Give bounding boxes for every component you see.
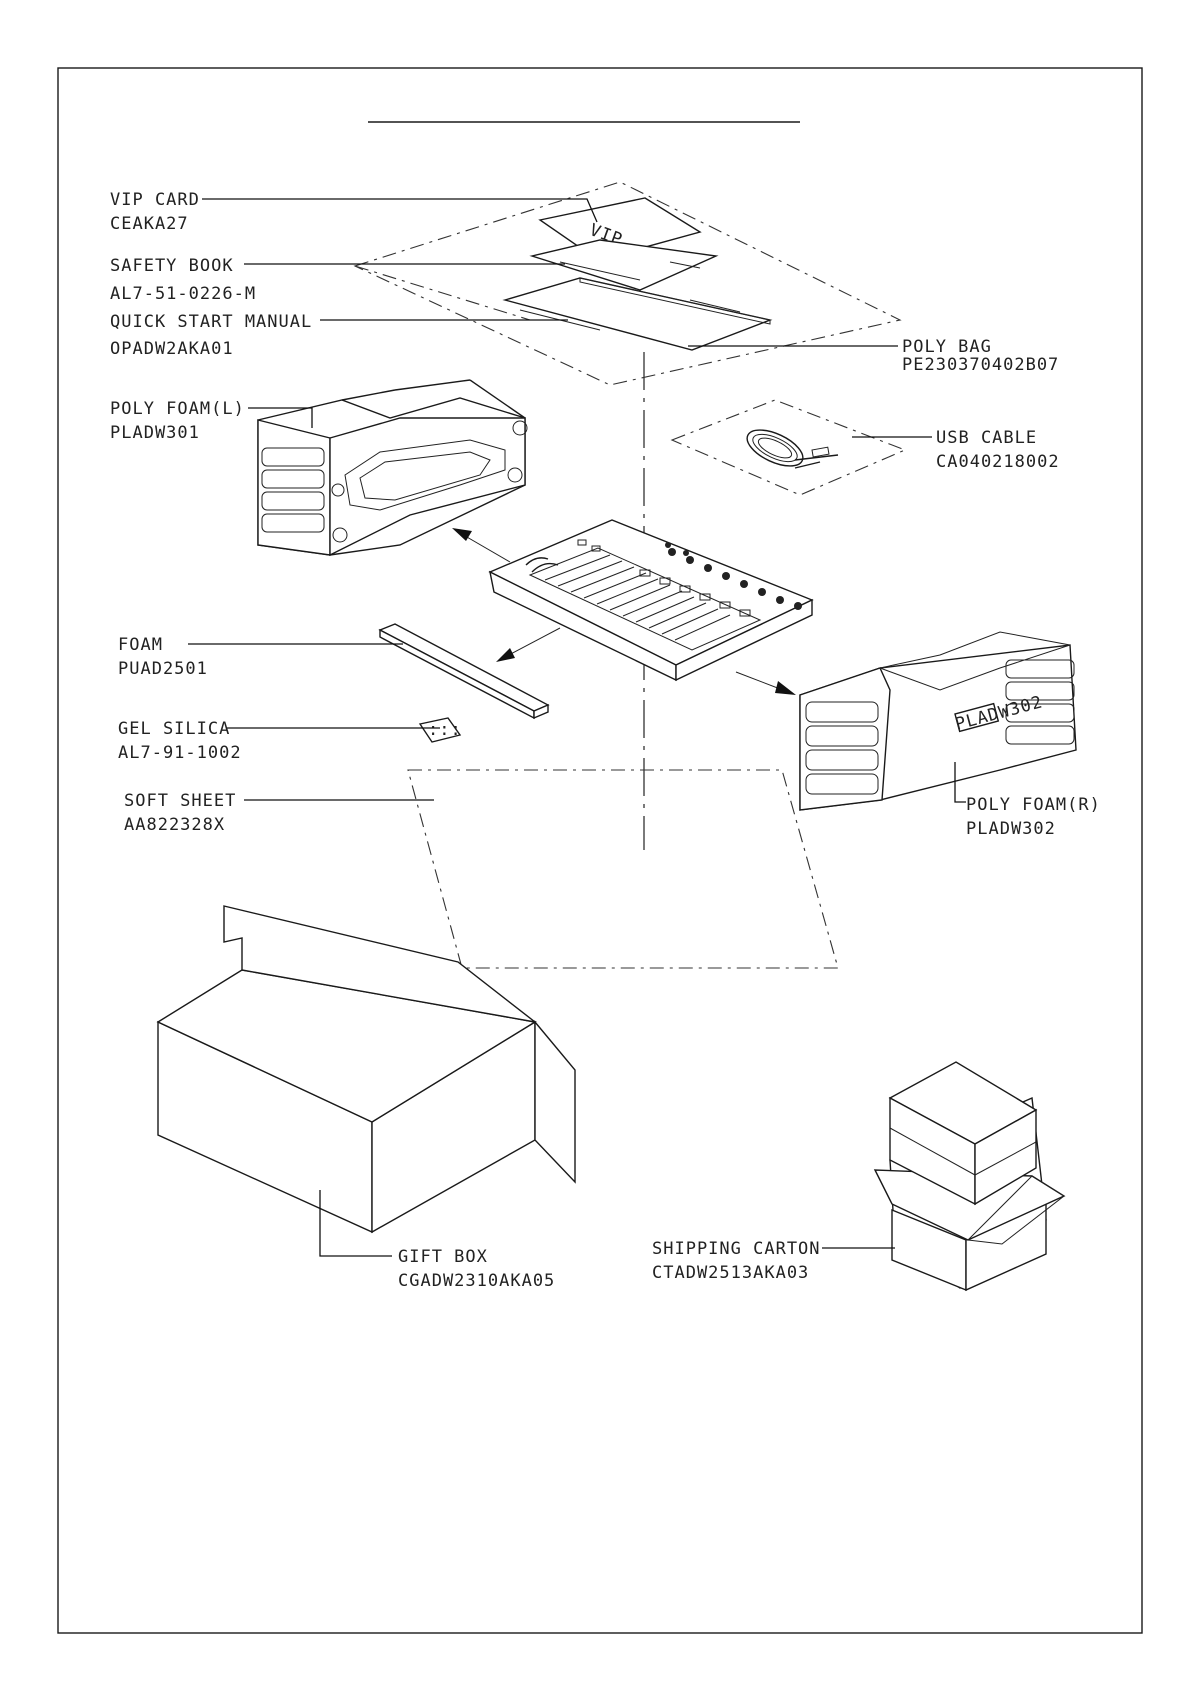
safety-book-drawing: [532, 240, 716, 290]
quick-start-manual-code: OPADW2AKA01: [110, 339, 234, 359]
foam-bar-drawing: [380, 624, 548, 718]
vip-card-name: VIP CARD: [110, 190, 200, 210]
soft-sheet-drawing: [408, 770, 838, 968]
poly-bag-name: POLY BAG: [902, 337, 992, 357]
poly-foam-right-drawing: PLADW302: [800, 632, 1076, 810]
poly-foam-left-drawing: [258, 380, 527, 555]
poly-foam-left-code: PLADW301: [110, 423, 200, 443]
label-foam: FOAM PUAD2501: [118, 635, 208, 679]
label-usb-cable: USB CABLE CA040218002: [936, 428, 1060, 472]
label-gift-box: GIFT BOX CGADW2310AKA05: [398, 1247, 555, 1291]
safety-book-name: SAFETY BOOK: [110, 256, 234, 276]
gel-silica-drawing: :::: [420, 718, 462, 742]
shipping-carton-name: SHIPPING CARTON: [652, 1239, 821, 1259]
label-safety-book: SAFETY BOOK AL7-51-0226-M: [110, 256, 256, 304]
soft-sheet-code: AA822328X: [124, 815, 225, 835]
label-soft-sheet: SOFT SHEET AA822328X: [124, 791, 236, 835]
label-poly-foam-right: POLY FOAM(R) PLADW302: [966, 795, 1101, 839]
gel-silica-name: GEL SILICA: [118, 719, 230, 739]
foam-code: PUAD2501: [118, 659, 208, 679]
safety-book-code: AL7-51-0226-M: [110, 284, 256, 304]
label-poly-bag: POLY BAG PE230370402B07: [902, 337, 1059, 375]
usb-cable-drawing: [672, 400, 905, 495]
label-gel-silica: GEL SILICA AL7-91-1002: [118, 719, 242, 763]
gift-box-drawing: [158, 906, 575, 1232]
svg-text::::: :::: [428, 720, 462, 740]
gift-box-code: CGADW2310AKA05: [398, 1271, 555, 1291]
shipping-carton-code: CTADW2513AKA03: [652, 1263, 809, 1283]
label-shipping-carton: SHIPPING CARTON CTADW2513AKA03: [652, 1239, 821, 1283]
poly-bag-code: PE230370402B07: [902, 355, 1059, 375]
poly-foam-right-name: POLY FOAM(R): [966, 795, 1101, 815]
label-quick-start-manual: QUICK START MANUAL OPADW2AKA01: [110, 312, 312, 359]
gel-silica-code: AL7-91-1002: [118, 743, 242, 763]
usb-cable-code: CA040218002: [936, 452, 1060, 472]
foam-name: FOAM: [118, 635, 163, 655]
usb-cable-name: USB CABLE: [936, 428, 1037, 448]
soft-sheet-name: SOFT SHEET: [124, 791, 236, 811]
shipping-carton-drawing: [875, 1062, 1064, 1290]
poly-foam-left-name: POLY FOAM(L): [110, 399, 245, 419]
vip-card-code: CEAKA27: [110, 214, 189, 234]
keyboard-drawing: [490, 520, 812, 680]
poly-foam-right-code: PLADW302: [966, 819, 1056, 839]
label-vip-card: VIP CARD CEAKA27: [110, 190, 200, 234]
gift-box-name: GIFT BOX: [398, 1247, 488, 1267]
label-poly-foam-left: POLY FOAM(L) PLADW301: [110, 399, 245, 443]
quick-start-manual-name: QUICK START MANUAL: [110, 312, 312, 332]
